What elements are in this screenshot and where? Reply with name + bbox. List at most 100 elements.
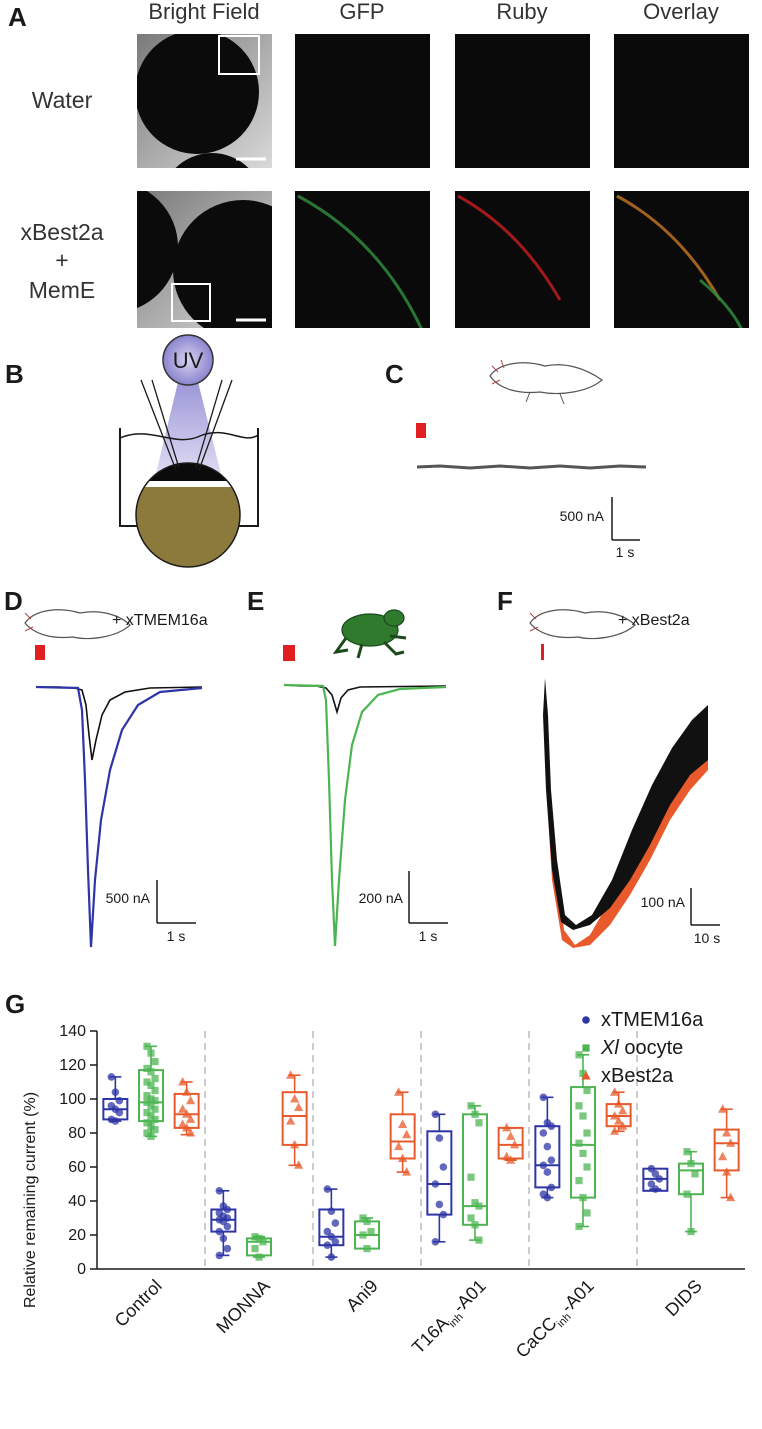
data-point xyxy=(151,1126,159,1134)
data-point xyxy=(614,1099,624,1108)
y-tick-label: 80 xyxy=(68,1125,86,1142)
image-gfp-water xyxy=(295,34,430,168)
data-point xyxy=(331,1238,340,1246)
data-point xyxy=(178,1077,188,1086)
electrode xyxy=(140,379,177,471)
data-point xyxy=(475,1202,483,1210)
data-point xyxy=(722,1128,732,1137)
data-point xyxy=(579,1149,587,1157)
category-label: Ani9 xyxy=(342,1276,382,1316)
data-point xyxy=(223,1222,232,1231)
legend-label: xTMEM16a xyxy=(601,1009,704,1031)
data-point xyxy=(475,1119,483,1127)
col-header-gfp: GFP xyxy=(339,0,384,24)
data-point xyxy=(219,1217,228,1226)
data-point xyxy=(147,1049,155,1057)
data-point xyxy=(151,1075,159,1083)
data-point xyxy=(583,1163,591,1171)
image-overlay-water xyxy=(614,34,749,168)
data-point xyxy=(147,1112,155,1120)
data-point xyxy=(215,1187,224,1195)
data-point xyxy=(363,1245,371,1253)
scale-label-y: 500 nA xyxy=(106,890,151,906)
data-point xyxy=(539,1093,548,1102)
scale-label-x: 1 s xyxy=(616,544,635,560)
box xyxy=(426,1130,453,1216)
data-point xyxy=(178,1104,188,1113)
data-point xyxy=(359,1214,367,1222)
data-point xyxy=(722,1167,732,1176)
data-point xyxy=(575,1222,583,1231)
data-point xyxy=(402,1129,412,1139)
box xyxy=(534,1125,561,1189)
uv-label: UV xyxy=(173,348,204,373)
data-point xyxy=(363,1217,371,1225)
trace-control xyxy=(36,686,203,761)
image-bright-field-xbest2a xyxy=(137,191,272,328)
data-point xyxy=(143,1042,151,1050)
schematic-uv-setup: UV xyxy=(119,334,259,568)
data-point xyxy=(471,1221,479,1229)
axolotl-icon xyxy=(489,359,603,405)
y-tick-label: 40 xyxy=(68,1193,86,1210)
trace-xbest2a xyxy=(544,680,708,948)
data-point xyxy=(718,1104,728,1113)
data-point xyxy=(431,1180,440,1188)
data-point xyxy=(251,1245,259,1253)
data-point xyxy=(651,1185,660,1193)
y-tick-label: 120 xyxy=(59,1057,86,1074)
data-point xyxy=(215,1227,224,1236)
roi-box xyxy=(171,283,211,322)
data-point xyxy=(543,1168,552,1176)
data-point xyxy=(186,1114,196,1123)
image-bright-field-water xyxy=(137,34,272,168)
data-point xyxy=(543,1142,552,1151)
roi-box xyxy=(218,35,260,75)
panel-label-c: C xyxy=(385,359,404,389)
box xyxy=(678,1162,704,1196)
image-gfp-xbest2a xyxy=(295,191,430,328)
stimulus-marker xyxy=(541,644,544,660)
y-tick-label: 60 xyxy=(68,1159,86,1176)
col-header-ruby: Ruby xyxy=(496,0,547,24)
data-point xyxy=(502,1151,512,1161)
panel-label-b: B xyxy=(5,359,24,389)
data-point xyxy=(182,1109,192,1118)
data-point xyxy=(683,1190,691,1198)
data-point xyxy=(618,1105,628,1115)
data-point xyxy=(394,1141,404,1151)
data-point xyxy=(147,1122,155,1130)
data-point xyxy=(323,1227,332,1236)
data-point xyxy=(471,1199,479,1207)
electrode xyxy=(198,379,233,471)
data-point xyxy=(610,1087,620,1096)
data-point xyxy=(367,1228,375,1236)
data-point xyxy=(583,1086,591,1095)
data-point xyxy=(394,1087,404,1096)
data-point xyxy=(219,1234,228,1243)
data-point xyxy=(286,1070,296,1079)
data-point xyxy=(431,1110,440,1119)
axolotl-icon xyxy=(24,609,131,640)
data-point xyxy=(398,1119,408,1128)
scale-label-y: 200 nA xyxy=(359,890,404,906)
panel-label-e: E xyxy=(247,586,264,616)
data-point xyxy=(547,1156,556,1164)
row-label-water: Water xyxy=(32,87,93,113)
stimulus-marker xyxy=(283,645,295,661)
data-point xyxy=(614,1116,624,1125)
y-axis-label: Relative remaining current (%) xyxy=(22,1092,39,1308)
data-point xyxy=(143,1129,151,1137)
y-tick-label: 20 xyxy=(68,1227,86,1244)
data-point xyxy=(439,1210,448,1219)
data-point xyxy=(115,1096,124,1105)
box xyxy=(570,1086,596,1199)
legend-label: xBest2a xyxy=(601,1065,674,1087)
data-point xyxy=(182,1122,192,1132)
panel-label-a: A xyxy=(8,2,27,32)
data-point xyxy=(510,1139,520,1149)
panel-label-d: D xyxy=(4,586,23,616)
data-point xyxy=(178,1119,188,1128)
data-point xyxy=(583,1129,591,1137)
